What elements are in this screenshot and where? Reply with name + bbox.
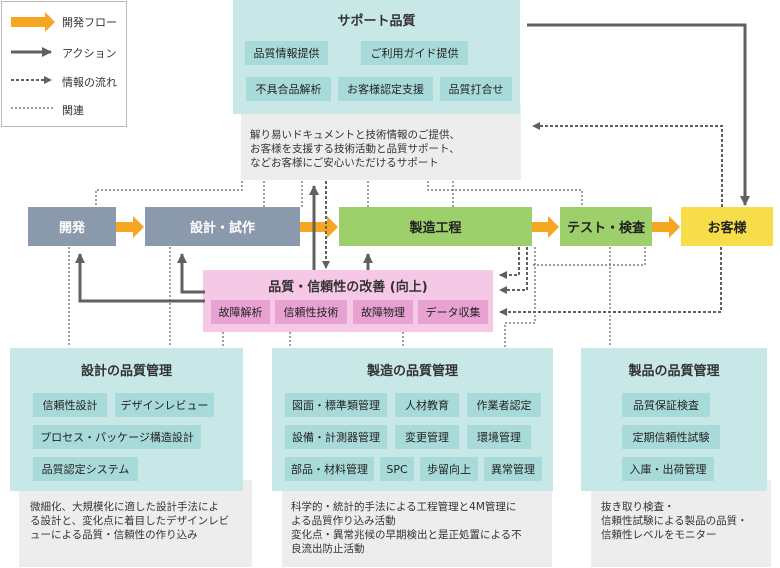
- support-tag-quality-meeting: 品質打合せ: [440, 77, 512, 101]
- legend-action-label: アクション: [62, 47, 117, 60]
- support-tag-customer-cert: お客様認定支援: [338, 77, 433, 101]
- design-tag-reliability: 信頼性設計: [33, 393, 107, 417]
- flow-design: 設計・試作: [145, 207, 300, 246]
- mfg-tag-operator-cert: 作業者認定: [467, 393, 541, 417]
- mfg-tag-abnormality: 異常管理: [484, 457, 542, 481]
- design-tag-process-package: プロセス・パッケージ構造設計: [33, 425, 201, 449]
- mfg-tag-training: 人材教育: [395, 393, 459, 417]
- improvement-title: 品質・信頼性の改善 (向上): [268, 280, 428, 295]
- legend-relation-label: 関連: [62, 104, 84, 117]
- improve-tag-reliability-tech: 信頼性技術: [275, 300, 347, 324]
- mfg-tag-spc: SPC: [380, 457, 414, 481]
- improve-tag-data-collection: データ収集: [418, 300, 488, 324]
- mfg-tag-drawings: 図面・標準類管理: [285, 393, 387, 417]
- improve-tag-failure-analysis: 故障解析: [211, 300, 270, 324]
- product-tag-reliability-test: 定期信頼性試験: [622, 425, 720, 449]
- mfg-tag-materials: 部品・材料管理: [285, 457, 374, 481]
- design-quality-title: 設計の品質管理: [80, 364, 172, 379]
- mfg-description: 科学的・統計的手法による工程管理と4M管理に よる品質作り込み活動 変化点・異常…: [291, 501, 522, 555]
- mfg-tag-change-mgmt: 変更管理: [395, 425, 459, 449]
- flow-manufacturing: 製造工程: [339, 207, 532, 246]
- support-tag-quality-info: 品質情報提供: [245, 41, 328, 65]
- design-description: 微細化、大規模化に適した設計手法によ る設計と、変化点に着目したデザインレビ ュ…: [30, 501, 230, 541]
- legend-dev-flow-label: 開発フロー: [62, 16, 117, 29]
- improve-tag-failure-physics: 故障物理: [353, 300, 413, 324]
- product-tag-assurance: 品質保証検査: [622, 393, 710, 417]
- mfg-quality-title: 製造の品質管理: [366, 364, 458, 379]
- mfg-tag-environment: 環境管理: [467, 425, 531, 449]
- product-desc-panel: [591, 480, 771, 567]
- support-description: 解り易いドキュメントと技術情報のご提供、 お客様を支援する技術活動と品質サポート…: [250, 129, 460, 169]
- mfg-desc-panel: [282, 480, 552, 567]
- legend-info-flow-label: 情報の流れ: [62, 76, 117, 89]
- mfg-tag-equipment: 設備・計測器管理: [285, 425, 387, 449]
- design-tag-review: デザインレビュー: [115, 393, 214, 417]
- support-tag-defect-analysis: 不具合品解析: [246, 77, 331, 101]
- design-desc-panel: [19, 480, 252, 567]
- flow-test: テスト・検査: [560, 207, 652, 246]
- design-tag-cert-system: 品質認定システム: [33, 457, 138, 481]
- product-description: 抜き取り検査・ 信頼性試験による製品の品質・ 信頼性レベルをモニター: [601, 501, 748, 541]
- product-tag-shipping: 入庫・出荷管理: [622, 457, 714, 481]
- flow-customer: お客様: [681, 207, 773, 246]
- support-quality-title: サポート品質: [337, 14, 416, 29]
- support-desc-panel: [241, 105, 521, 180]
- flow-dev: 開発: [28, 207, 116, 246]
- mfg-tag-yield: 歩留向上: [420, 457, 478, 481]
- support-tag-user-guide: ご利用ガイド提供: [361, 41, 468, 65]
- product-quality-title: 製品の品質管理: [628, 364, 720, 379]
